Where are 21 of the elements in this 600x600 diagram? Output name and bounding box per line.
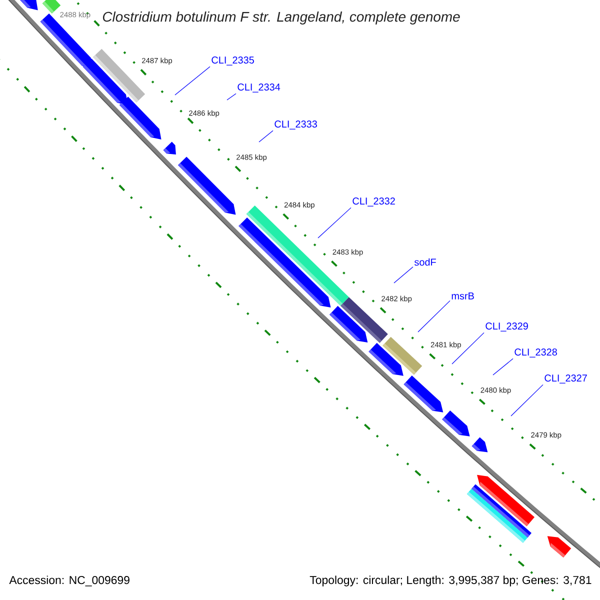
gene-label: CLI_2328 (514, 348, 557, 358)
gene-label: CLI_2332 (352, 198, 395, 206)
gene-label: msrB (452, 292, 474, 300)
title: Clostridium botulinum F str. Langeland, complete genome (102, 11, 460, 24)
leader-line (226, 93, 236, 100)
leader-line (394, 266, 414, 284)
leader-line (418, 300, 450, 332)
leader-line (258, 130, 274, 142)
gene-label: CLI_2334 (238, 84, 280, 92)
gene-label: CLI_2335 (212, 56, 254, 66)
leader-line (174, 66, 210, 96)
gene-label: sodF (414, 258, 436, 266)
leader-line (492, 358, 514, 376)
accession-text: Accession: NC_009699 (9, 576, 130, 586)
gene-label: CLI_2329 (486, 322, 528, 332)
leader-line (452, 332, 484, 364)
leader-line (318, 207, 352, 238)
leader-line (510, 384, 544, 416)
gene-label: CLI_2333 (274, 120, 317, 130)
gene-label: CLI_2327 (544, 374, 587, 384)
genome-info-text: Topology: circular; Length: 3,995,387 bp; Genes: 3,781 (310, 576, 592, 586)
